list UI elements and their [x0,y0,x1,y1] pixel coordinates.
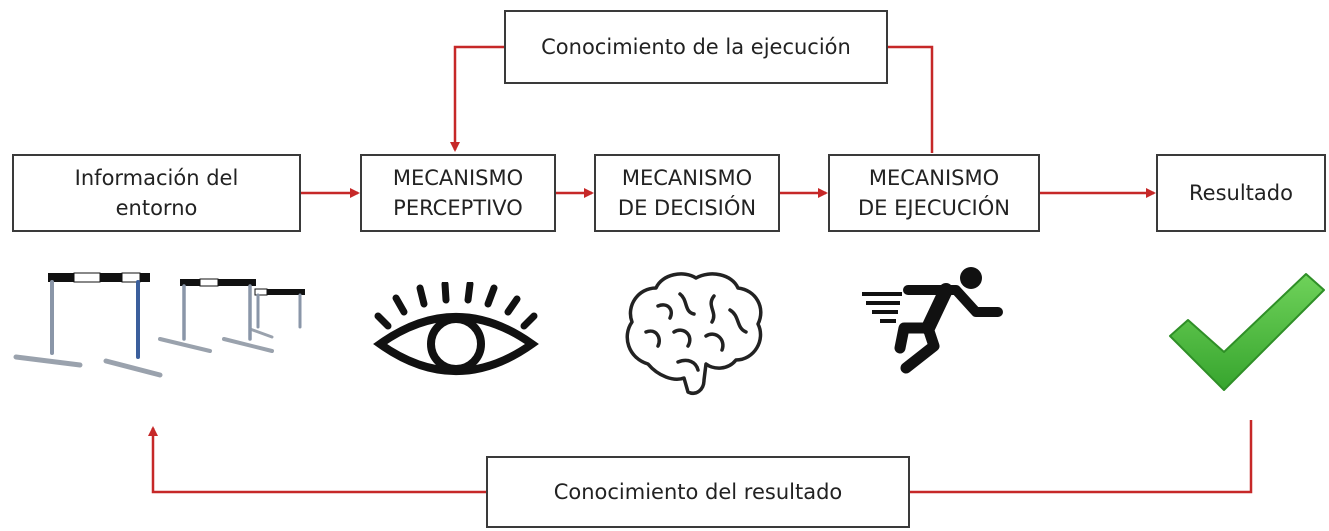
perceptive-line2: PERCEPTIVO [393,196,523,220]
knowledge-execution-box: Conocimiento de la ejecución [504,10,888,84]
knowledge-execution-label: Conocimiento de la ejecución [541,35,851,59]
execution-line2: DE EJECUCIÓN [858,196,1010,220]
environment-info-line1: Información del [74,166,239,190]
checkmark-icon [1169,273,1325,391]
feedback-execution-path [455,45,934,153]
knowledge-result-box: Conocimiento del resultado [486,456,910,528]
brain-icon [625,272,763,395]
knowledge-result-label: Conocimiento del resultado [553,480,843,504]
eye-icon [373,282,539,375]
decision-line2: DE DECISIÓN [617,196,757,220]
execution-mechanism-box: MECANISMO DE EJECUCIÓN [828,154,1040,232]
result-box: Resultado [1156,154,1326,232]
result-label: Resultado [1189,181,1293,205]
perceptive-line1: MECANISMO [392,166,524,190]
environment-info-line2: entorno [115,196,198,220]
environment-info-box: Información del entorno [12,154,301,232]
hurdles-icon [13,272,305,378]
perceptive-mechanism-box: MECANISMO PERCEPTIVO [360,154,556,232]
decision-line1: MECANISMO [621,166,753,190]
execution-line1: MECANISMO [868,166,1000,190]
decision-mechanism-box: MECANISMO DE DECISIÓN [594,154,780,232]
runner-icon [862,267,1003,374]
feedback-result-path [153,420,1253,494]
